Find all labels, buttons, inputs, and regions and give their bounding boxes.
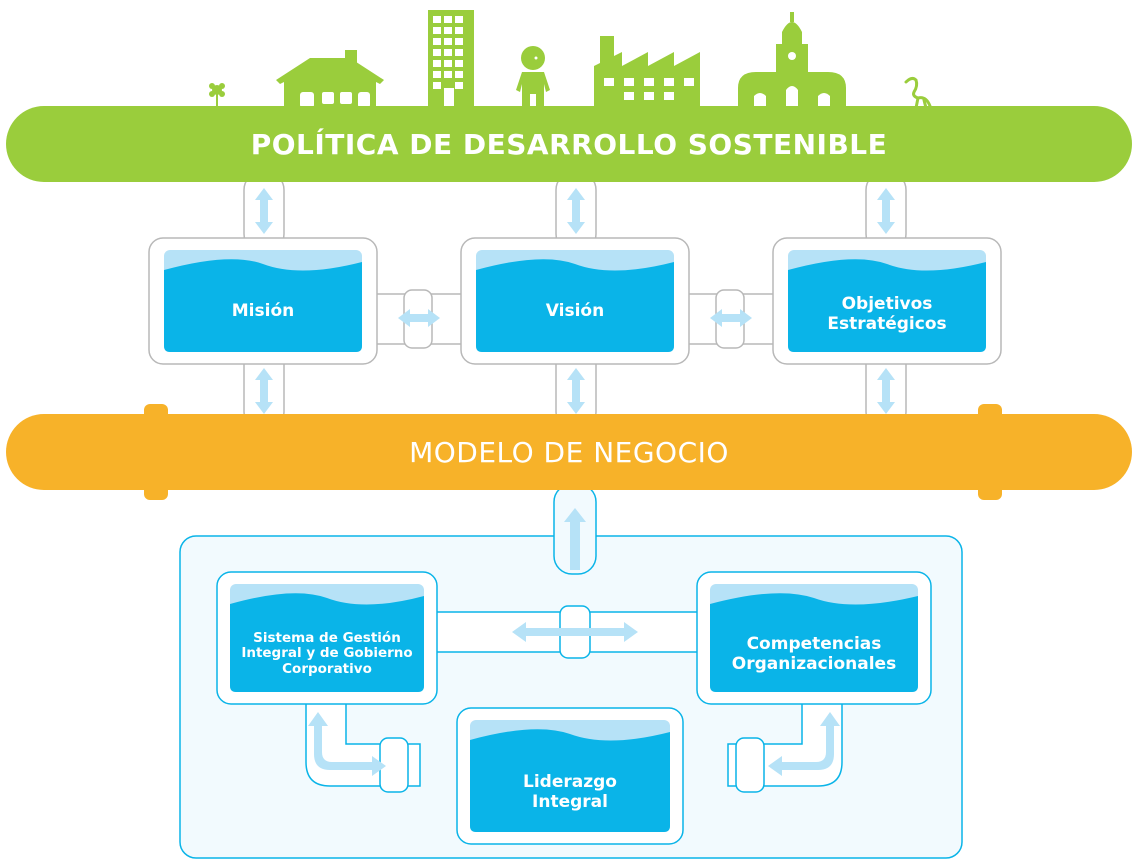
double-arrow-icon [877, 188, 895, 234]
curved-arrow-icon [308, 712, 386, 776]
heron-icon [904, 76, 932, 110]
strategic-objectives-label: Objetivos Estratégicos [827, 294, 947, 334]
management-arrows [308, 622, 840, 776]
double-arrow-icon [877, 368, 895, 414]
double-arrow-icon [567, 368, 585, 414]
sustainability-policy-band: POLÍTICA DE DESARROLLO SOSTENIBLE [6, 106, 1132, 182]
strategic-tanks [164, 250, 986, 352]
double-arrow-icon [398, 309, 440, 327]
organizational-competencies-label: Competencias Organizacionales [731, 634, 897, 674]
double-arrow-icon [255, 188, 273, 234]
child-icon [516, 46, 550, 108]
double-arrow-icon [710, 309, 752, 327]
mission-label: Misión [231, 301, 295, 322]
business-model-band: MODELO DE NEGOCIO [6, 414, 1132, 490]
curved-arrow-icon [768, 712, 840, 776]
double-arrow-icon [512, 622, 638, 642]
integral-management-system-label: Sistema de Gestión Integral y de Gobiern… [241, 629, 413, 677]
church-icon [738, 12, 846, 108]
strategic-arrows [255, 188, 895, 414]
vision-label: Visión [545, 301, 605, 322]
sustainability-policy-title: POLÍTICA DE DESARROLLO SOSTENIBLE [250, 127, 888, 161]
business-model-title: MODELO DE NEGOCIO [409, 435, 729, 469]
double-arrow-icon [255, 368, 273, 414]
up-arrow-icon [564, 508, 586, 570]
icon-details [300, 16, 830, 108]
integral-leadership-label: Liderazgo Integral [523, 772, 617, 812]
skyline-icons [209, 10, 932, 110]
flower-icon [209, 83, 225, 106]
management-tanks [230, 584, 918, 832]
double-arrow-icon [567, 188, 585, 234]
